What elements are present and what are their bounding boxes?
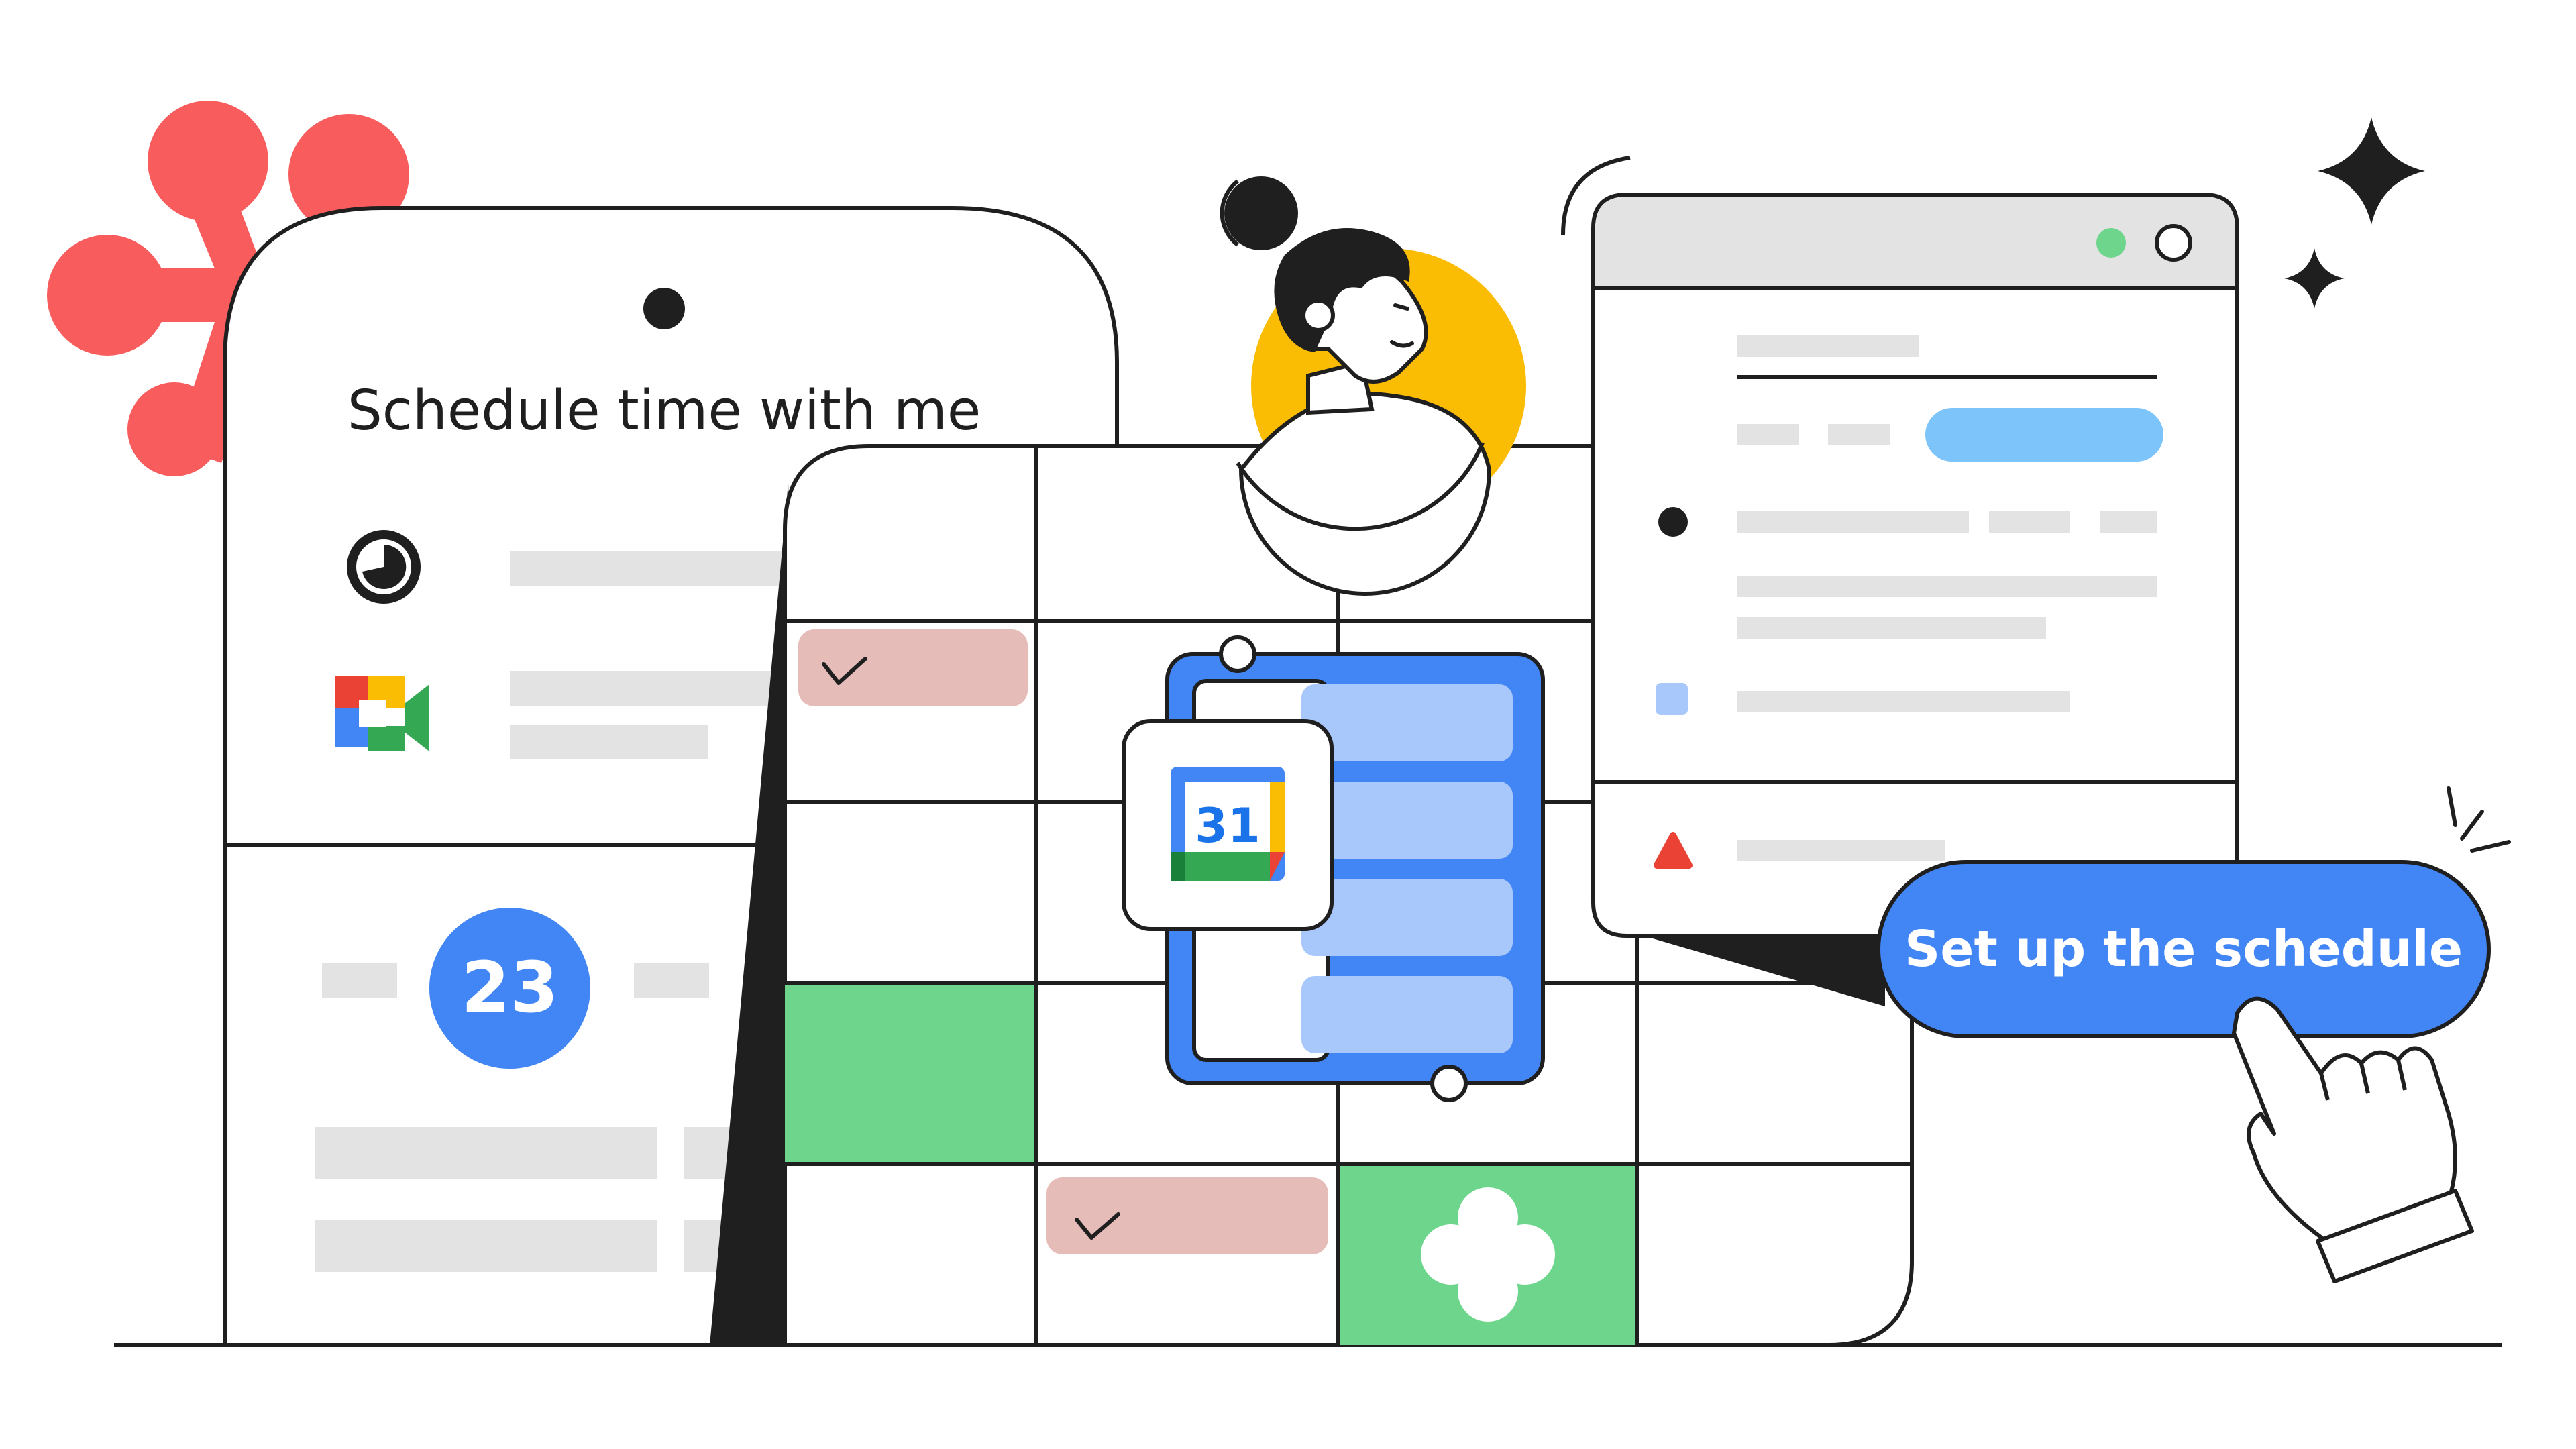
bullet-dot-icon: [1658, 507, 1688, 537]
blue-square-icon: [1656, 683, 1688, 715]
google-meet-icon: [335, 676, 429, 751]
window-pointer-shadow: [1644, 936, 1885, 1006]
date-placeholder-right: [634, 963, 709, 998]
watch-list-item-1[interactable]: [1301, 684, 1513, 761]
date-placeholder-left: [322, 963, 397, 998]
event-chip-1[interactable]: [798, 629, 1028, 706]
slot-placeholder-1: [315, 1127, 657, 1179]
red-triangle-icon: [1654, 832, 1693, 869]
set-up-schedule-button[interactable]: Set up the schedule: [1876, 860, 2491, 1038]
date-badge[interactable]: [429, 908, 590, 1069]
watch-mockup: 31: [1122, 635, 1545, 1102]
window-tab-placeholder-1: [1737, 424, 1799, 445]
click-indicator: [2447, 786, 2511, 853]
pointing-hand-icon: [2232, 996, 2474, 1283]
slot-placeholder-3: [315, 1220, 657, 1272]
window-heading-placeholder: [1737, 335, 1919, 357]
watch-list-item-2[interactable]: [1301, 782, 1513, 859]
set-up-schedule-label: Set up the schedule: [1904, 920, 2463, 978]
avatar: [1220, 176, 1526, 596]
google-calendar-icon[interactable]: 31: [1171, 767, 1285, 881]
green-dot-icon[interactable]: [2096, 228, 2126, 258]
calendar-day-number: 31: [1195, 798, 1260, 853]
event-chip-2[interactable]: [1046, 1177, 1328, 1254]
avatar-hair-bun: [1224, 176, 1298, 250]
checkmark-icon: [1075, 1212, 1120, 1240]
browser-window: [1561, 156, 2239, 1006]
checkmark-icon: [822, 657, 867, 685]
phone-camera: [643, 288, 685, 329]
window-corner-arc: [1561, 156, 1631, 235]
window-pill-button[interactable]: [1925, 408, 2163, 462]
outline-circle-icon[interactable]: [2155, 224, 2192, 262]
meet-placeholder-2: [510, 724, 708, 759]
window-tab-placeholder-2: [1828, 424, 1890, 445]
green-cell: [785, 983, 1036, 1164]
clover-icon: [1421, 1187, 1555, 1322]
date-badge-number: 23: [462, 947, 559, 1028]
watch-list-item-3[interactable]: [1301, 879, 1513, 956]
watch-list-item-4[interactable]: [1301, 976, 1513, 1053]
sparkle-icon: [2284, 117, 2425, 309]
clock-icon: [347, 530, 421, 604]
phone-title: Schedule time with me: [347, 379, 981, 443]
